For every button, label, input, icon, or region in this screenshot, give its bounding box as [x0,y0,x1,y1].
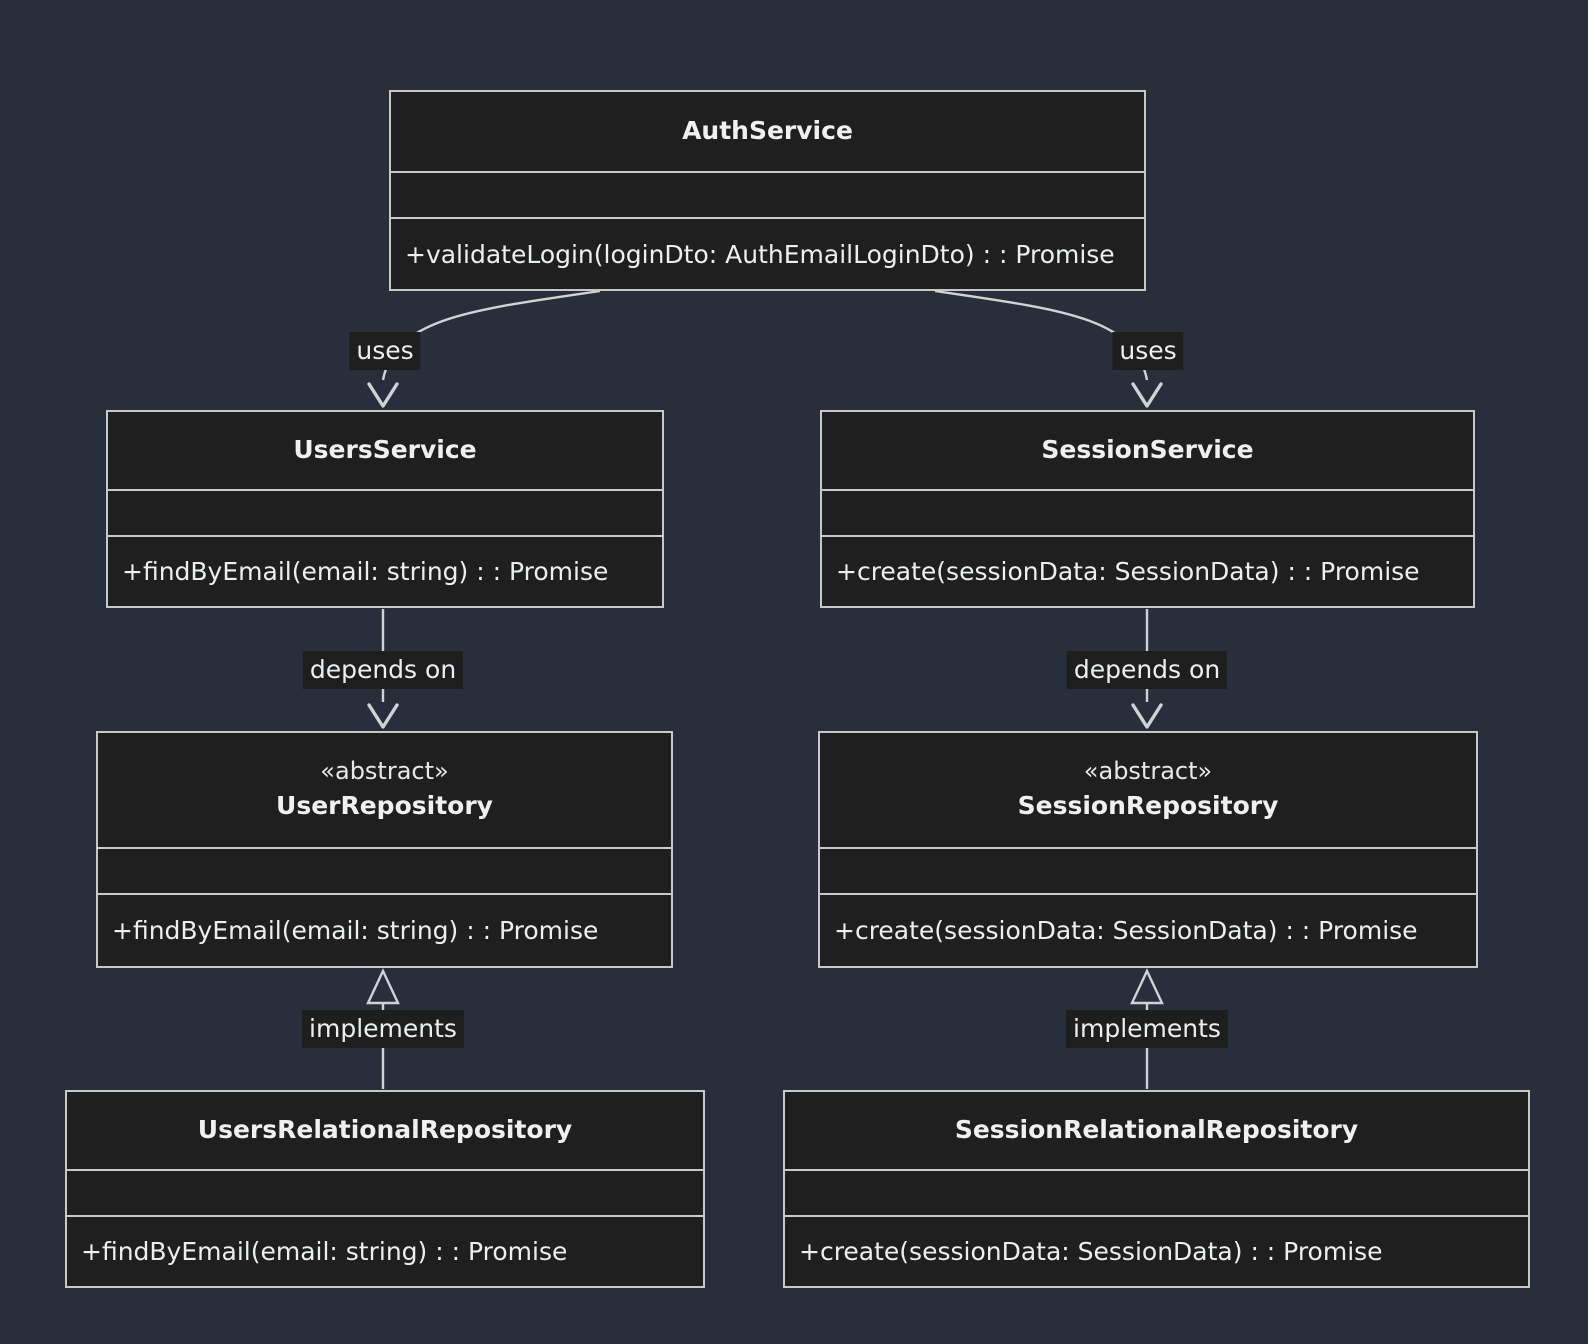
class-methods-sessionrelationalrepository: +create(sessionData: SessionData) : : Pr… [785,1217,1528,1286]
class-box-userrepository[interactable]: «abstract» UserRepository +findByEmail(e… [96,731,673,968]
class-header-userrepository: «abstract» UserRepository [98,733,671,850]
class-attributes-authservice [391,173,1144,220]
class-methods-authservice: +validateLogin(loginDto: AuthEmailLoginD… [391,219,1144,289]
class-box-authservice[interactable]: AuthService +validateLogin(loginDto: Aut… [389,90,1146,291]
edge-label-usersservice-depends-userrepository: depends on [302,651,464,689]
class-header-authservice: AuthService [391,92,1144,174]
class-name-usersrelationalrepository: UsersRelationalRepository [197,1115,573,1144]
class-method-userrepository-findbyemail: +findByEmail(email: string) : : Promise [112,916,599,946]
edge-label-auth-uses-sessionservice: uses [1112,332,1184,370]
class-methods-usersservice: +findByEmail(email: string) : : Promise [108,537,662,606]
class-box-sessionservice[interactable]: SessionService +create(sessionData: Sess… [820,410,1475,608]
class-method-sessionservice-create: +create(sessionData: SessionData) : : Pr… [836,557,1420,587]
class-stereotype-sessionrepository: «abstract» [1083,757,1213,785]
class-methods-sessionrepository: +create(sessionData: SessionData) : : Pr… [820,895,1476,966]
edge-label-usersrelational-implements-userrepository: implements [302,1010,464,1048]
class-method-authservice-validatelogin: +validateLogin(loginDto: AuthEmailLoginD… [405,239,1115,269]
class-attributes-userrepository [98,849,671,896]
class-name-userrepository: UserRepository [276,790,493,820]
class-methods-userrepository: +findByEmail(email: string) : : Promise [98,895,671,966]
class-header-sessionservice: SessionService [822,412,1473,492]
class-stereotype-userrepository: «abstract» [320,757,449,785]
class-methods-sessionservice: +create(sessionData: SessionData) : : Pr… [822,537,1473,606]
class-attributes-sessionservice [822,491,1473,538]
class-name-sessionrelationalrepository: SessionRelationalRepository [954,1115,1359,1144]
class-method-usersrelationalrepository-findbyemail: +findByEmail(email: string) : : Promise [81,1237,568,1267]
class-box-usersservice[interactable]: UsersService +findByEmail(email: string)… [106,410,664,608]
class-method-sessionrepository-create: +create(sessionData: SessionData) : : Pr… [834,916,1418,946]
class-methods-usersrelationalrepository: +findByEmail(email: string) : : Promise [67,1217,703,1286]
class-box-sessionrepository[interactable]: «abstract» SessionRepository +create(ses… [818,731,1478,968]
class-header-sessionrepository: «abstract» SessionRepository [820,733,1476,850]
class-attributes-sessionrelationalrepository [785,1171,1528,1218]
class-name-usersservice: UsersService [293,435,477,464]
class-box-sessionrelationalrepository[interactable]: SessionRelationalRepository +create(sess… [783,1090,1530,1288]
edge-label-auth-uses-usersservice: uses [349,332,421,370]
edge-label-sessionrelational-implements-sessionrepository: implements [1066,1010,1228,1048]
class-attributes-sessionrepository [820,849,1476,896]
class-header-usersrelationalrepository: UsersRelationalRepository [67,1092,703,1172]
class-name-sessionrepository: SessionRepository [1017,790,1279,820]
class-attributes-usersrelationalrepository [67,1171,703,1218]
class-method-sessionrelationalrepository-create: +create(sessionData: SessionData) : : Pr… [799,1237,1383,1267]
class-name-sessionservice: SessionService [1041,435,1254,464]
class-name-authservice: AuthService [682,116,853,145]
class-attributes-usersservice [108,491,662,538]
class-header-sessionrelationalrepository: SessionRelationalRepository [785,1092,1528,1172]
class-box-usersrelationalrepository[interactable]: UsersRelationalRepository +findByEmail(e… [65,1090,705,1288]
class-method-usersservice-findbyemail: +findByEmail(email: string) : : Promise [122,557,609,587]
edge-label-sessionservice-depends-sessionrepository: depends on [1066,651,1228,689]
class-header-usersservice: UsersService [108,412,662,492]
